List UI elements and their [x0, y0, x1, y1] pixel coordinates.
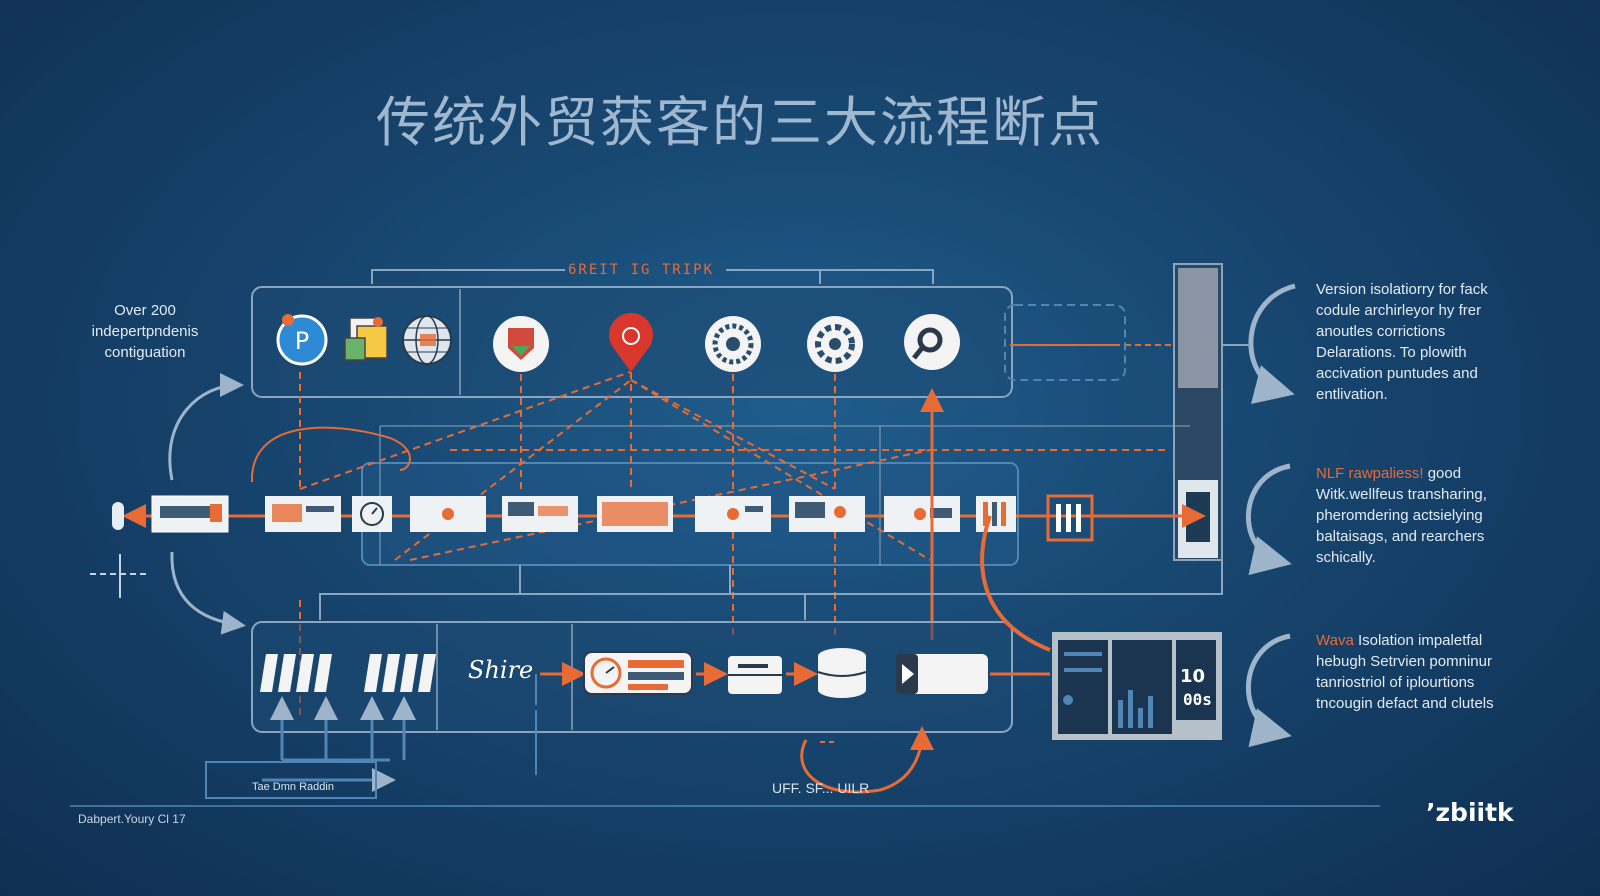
paypal-icon: P [276, 314, 328, 366]
screen-6 [695, 496, 771, 532]
footer-credit: Dabpert.Youry Cl 17 [78, 812, 186, 826]
screen-1 [151, 495, 229, 533]
globe-icon [402, 315, 452, 365]
svg-text:P: P [295, 327, 309, 355]
dashboard-panel [1052, 632, 1222, 740]
brand-logo: ’zbiitk [1426, 798, 1514, 827]
header-bracket [371, 269, 934, 284]
database-icon [817, 648, 867, 698]
location-pin-icon [609, 312, 653, 372]
label-box [205, 761, 377, 799]
shield-icon [493, 316, 549, 372]
node-start-icon [112, 502, 124, 530]
screen-5 [597, 496, 673, 532]
right-note-3-text: Isolation impaletfal hebugh Setrvien pom… [1316, 632, 1494, 712]
diagram-header-label: 6REIT IG TRIPK [568, 262, 715, 278]
bars-icon [260, 654, 436, 692]
right-note-3-lead: Wava [1316, 632, 1354, 649]
label-box-text: Tae Dmn Raddin [252, 781, 334, 793]
counter-unit: 00s [1183, 690, 1212, 709]
bars-screen-icon [976, 496, 1016, 532]
left-note: Over 200 indepertpndenis contiguation [91, 302, 199, 361]
screen-2 [265, 496, 341, 532]
top-panel-extension [1004, 304, 1126, 381]
gear-wheel-icon [705, 316, 761, 372]
right-note-1-text: Version isolatiorry for fack codule arch… [1316, 281, 1488, 403]
right-note-1: Version isolatiorry for fack codule arch… [1316, 279, 1526, 405]
right-note-2-lead: NLF rawpaliess! [1316, 465, 1424, 482]
page-title: 传统外贸获客的三大流程断点 [376, 91, 1104, 154]
brand-script-logo: Shire [468, 656, 534, 684]
right-note-2: NLF rawpaliess! good Witk.wellfeus trans… [1316, 463, 1526, 568]
right-note-3: Wava Isolation impaletfal hebugh Setrvie… [1316, 630, 1526, 714]
screen-7 [789, 496, 865, 532]
server-icon [728, 656, 782, 694]
search-icon [904, 314, 960, 370]
counter-number: 10 [1180, 666, 1206, 687]
antenna-icon [90, 554, 150, 598]
documents-icon [344, 317, 388, 361]
frame-bars-icon [1046, 494, 1094, 542]
screen-3 [410, 496, 486, 532]
screen-4 [502, 496, 578, 532]
timer-icon [352, 496, 392, 532]
clock-panel-icon [583, 651, 693, 695]
screen-8 [884, 496, 960, 532]
bottom-caption: UFF. SF... UILR [772, 780, 870, 796]
play-device-icon [896, 654, 988, 694]
vertical-status-bar [1173, 263, 1223, 561]
settings-cog-icon [807, 316, 863, 372]
right-note-2-text: good Witk.wellfeus transharing, pheromde… [1316, 465, 1487, 566]
